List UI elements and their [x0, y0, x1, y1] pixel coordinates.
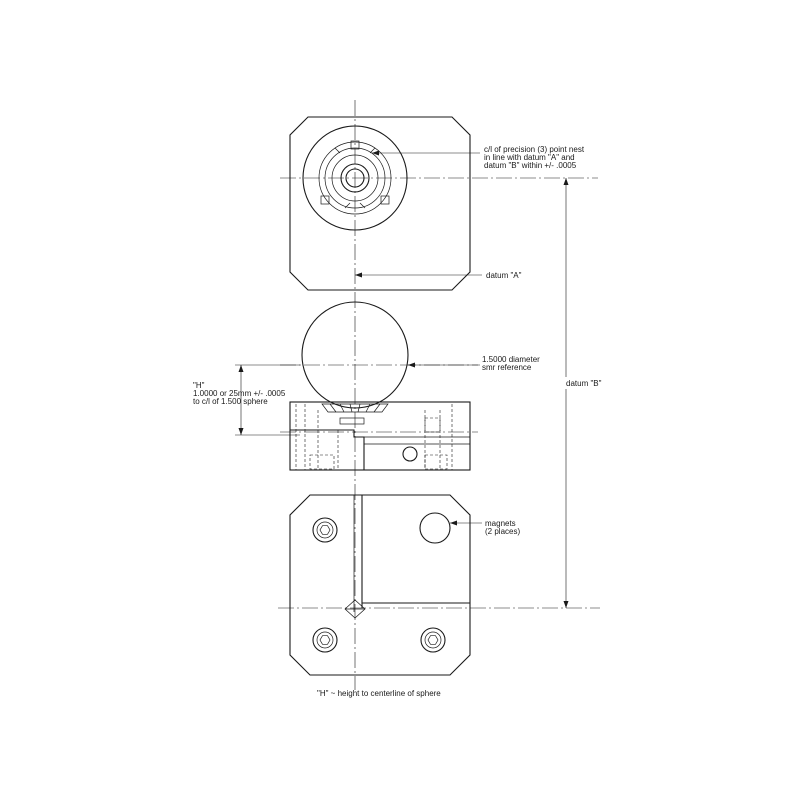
sphere-reference-note: 1.5000 diameter smr reference — [482, 355, 542, 372]
height-h-note: "H" 1.0000 or 25mm +/- .0005 to c/l of 1… — [193, 381, 288, 406]
nest-contact-points — [320, 140, 390, 209]
side-magnet-icon — [402, 446, 418, 462]
magnet-icon — [419, 512, 451, 544]
footer-note: "H" ~ height to centerline of sphere — [317, 689, 441, 698]
cap-screw-icon — [312, 517, 338, 543]
datum-b-dimension — [563, 178, 569, 608]
smr-sphere — [301, 301, 409, 409]
top-view-nest-plate — [280, 116, 598, 291]
precision-nest-note: c/l of precision (3) point nest in line … — [484, 145, 586, 170]
bottom-view-base-plate — [278, 494, 600, 676]
datum-a-label: datum "A" — [486, 271, 522, 280]
side-view-nest-body — [280, 401, 478, 471]
cap-screw-icon — [312, 627, 338, 653]
cap-screw-icon — [420, 627, 446, 653]
height-h-dimension — [235, 364, 300, 436]
magnets-note: magnets (2 places) — [485, 519, 520, 536]
datum-b-label: datum "B" — [566, 379, 602, 388]
